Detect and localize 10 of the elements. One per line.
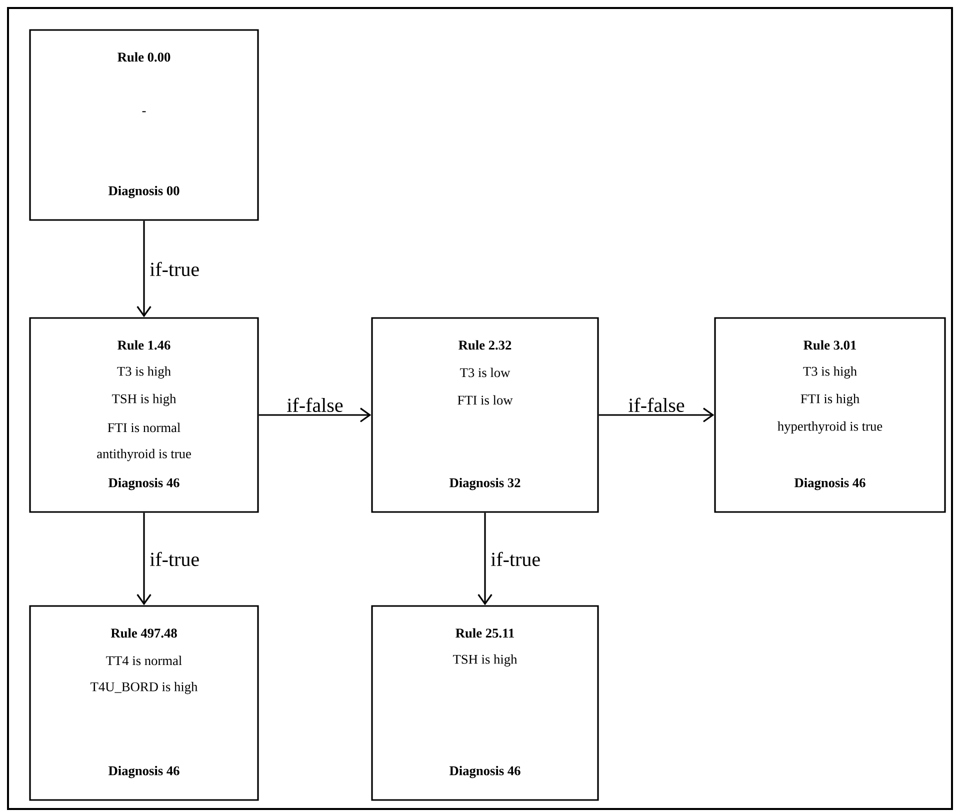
arrow	[136, 220, 152, 318]
edge-label: if-true	[150, 552, 199, 566]
arrow	[598, 408, 714, 422]
edge-label: if-true	[491, 552, 540, 566]
edge-label: if-false	[628, 398, 684, 412]
arrow	[258, 408, 372, 422]
edge-label: if-true	[150, 262, 199, 276]
arrow	[136, 512, 152, 606]
edge-label: if-false	[287, 398, 343, 412]
arrow	[478, 512, 492, 606]
